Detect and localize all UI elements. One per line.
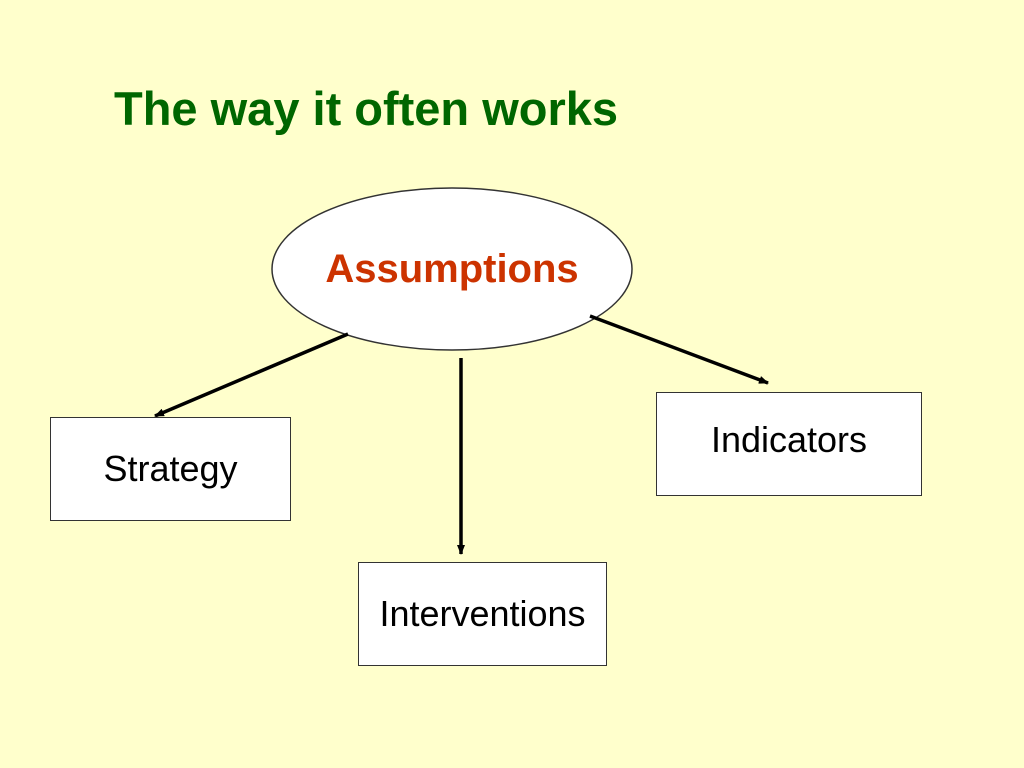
indicators-box: Indicators [656, 392, 922, 496]
strategy-label: Strategy [103, 448, 238, 489]
strategy-box: Strategy [50, 417, 291, 521]
interventions-box: Interventions [358, 562, 607, 666]
assumptions-label: Assumptions [325, 246, 579, 291]
assumptions-ellipse [271, 187, 633, 351]
slide-title: The way it often works [114, 82, 619, 135]
indicators-label: Indicators [710, 419, 868, 460]
arrow-to-strategy [154, 332, 349, 418]
arrow-to-indicators [589, 314, 769, 385]
interventions-label: Interventions [379, 593, 586, 634]
